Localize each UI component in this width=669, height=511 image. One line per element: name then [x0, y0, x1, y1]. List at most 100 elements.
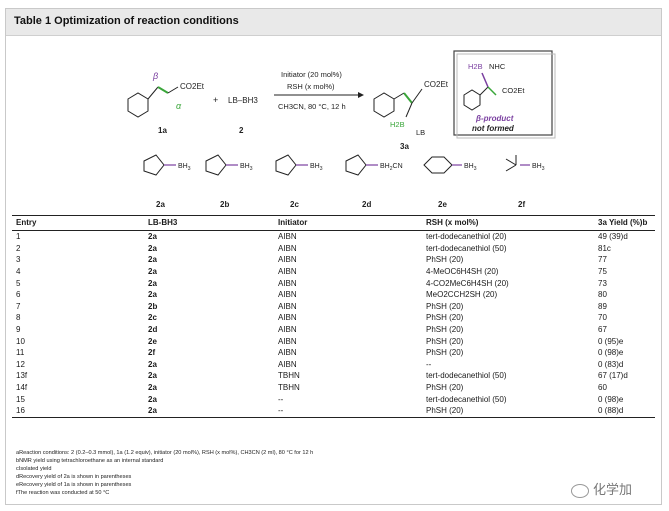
cell-lb: 2a	[148, 267, 157, 277]
product-lb: LB	[416, 128, 425, 137]
footnotes: aReaction conditions: 2 (0.2–0.3 mmol), …	[16, 449, 313, 497]
table-header-row: Entry LB-BH3 Initiator RSH (x mol%) 3a Y…	[12, 215, 655, 231]
cell-rsh: --	[426, 359, 432, 369]
reaction-scheme: β α CO2Et 1a + LB–BH3 2 Initiator (20 mo…	[6, 37, 661, 217]
cell-yield: 77	[598, 255, 607, 265]
cell-initiator: AIBN	[278, 359, 297, 369]
product-3a-structure	[373, 88, 423, 118]
cell-lb: 2e	[148, 336, 157, 346]
reaction-scheme-drawing: β α CO2Et 1a + LB–BH3 2 Initiator (20 mo…	[127, 50, 556, 209]
ligand-2f-structure	[505, 155, 530, 172]
cell-initiator: AIBN	[278, 278, 297, 288]
cell-lb: 2d	[148, 325, 158, 335]
substrate-ester: CO2Et	[180, 82, 205, 91]
cell-rsh: tert-dodecanethiol (20)	[426, 232, 507, 242]
cell-rsh: 4-CO2MeC6H4SH (20)	[426, 278, 509, 288]
footnote: eRecovery yield of 1a is shown in parent…	[16, 482, 132, 488]
table-row: 3 2a AIBN PhSH (20) 77	[12, 254, 655, 266]
cell-initiator: AIBN	[278, 267, 297, 277]
not-formed-structure	[463, 72, 497, 111]
footnote: aReaction conditions: 2 (0.2–0.3 mmol), …	[16, 450, 314, 456]
cell-lb: 2a	[148, 371, 157, 381]
cell-initiator: TBHN	[278, 383, 300, 393]
cell-lb: 2a	[148, 232, 157, 242]
cell-entry: 9	[16, 325, 21, 335]
footnote: fThe reaction was conducted at 50 °C	[16, 490, 110, 496]
ligand-2f-label: 2f	[518, 200, 525, 209]
not-formed-box-shadow	[456, 53, 556, 139]
cell-lb: 2a	[148, 255, 157, 265]
product-ester: CO2Et	[424, 80, 449, 89]
not-formed-line1: β-product	[475, 114, 514, 123]
cell-initiator: AIBN	[278, 336, 297, 346]
cell-rsh: tert-dodecanethiol (50)	[426, 243, 507, 253]
not-formed-ester: CO2Et	[502, 86, 525, 95]
cell-rsh: 4-MeOC6H4SH (20)	[426, 267, 499, 277]
ligand-2e-bh3: BH3	[464, 163, 477, 172]
not-formed-h2b: H2B	[468, 62, 483, 71]
watermark-text: 化学加	[593, 482, 633, 497]
cell-entry: 8	[16, 313, 21, 323]
cell-initiator: AIBN	[278, 243, 297, 253]
table-panel: Table 1 Optimization of reaction conditi…	[5, 8, 662, 505]
ligand-2a-structure	[143, 154, 176, 176]
cell-initiator: AIBN	[278, 325, 297, 335]
not-formed-box	[453, 50, 553, 136]
ligand-2f-bh3: BH3	[532, 163, 545, 172]
conditions-rsh: RSH (x mol%)	[287, 82, 335, 91]
cell-entry: 3	[16, 255, 21, 265]
reaction-arrowhead	[358, 92, 364, 98]
cell-entry: 13f	[16, 371, 28, 381]
cell-rsh: PhSH (20)	[426, 325, 464, 335]
table-title: Table 1 Optimization of reaction conditi…	[14, 15, 239, 27]
watermark: 化学加	[571, 479, 632, 498]
cell-initiator: AIBN	[278, 290, 297, 300]
cell-lb: 2a	[144, 404, 274, 418]
cell-yield: 89	[598, 301, 607, 311]
reagent-formula: LB–BH3	[228, 96, 258, 105]
col-yield: 3a Yield (%)b	[594, 215, 655, 231]
col-rsh: RSH (x mol%)	[422, 215, 594, 231]
cell-rsh: PhSH (20)	[426, 313, 464, 323]
ligand-2d-structure	[345, 154, 378, 176]
ligand-2b-bh3: BH3	[240, 163, 253, 172]
cell-lb: 2f	[148, 348, 156, 358]
cell-rsh: PhSH (20)	[426, 255, 464, 265]
results-table: Entry LB-BH3 Initiator RSH (x mol%) 3a Y…	[12, 215, 655, 418]
cell-yield: 67 (17)d	[598, 371, 628, 381]
footnote: dRecovery yield of 2a is shown in parent…	[16, 474, 132, 480]
cell-initiator: --	[278, 394, 284, 404]
cell-initiator: TBHN	[278, 371, 300, 381]
cell-yield: 73	[598, 278, 607, 288]
cell-entry: 2	[16, 243, 21, 253]
not-formed-nhc: NHC	[489, 62, 506, 71]
product-label: 3a	[400, 142, 409, 151]
conditions-initiator: Initiator (20 mol%)	[281, 70, 342, 79]
ligand-2a-label: 2a	[156, 200, 165, 209]
not-formed-line2: not formed	[472, 124, 515, 133]
cell-entry: 6	[16, 290, 21, 300]
cell-entry: 5	[16, 278, 21, 288]
cell-entry: 11	[16, 348, 25, 358]
col-initiator: Initiator	[274, 215, 422, 231]
product-boron: H2B	[390, 120, 405, 129]
cell-initiator: AIBN	[278, 255, 297, 265]
cell-initiator: AIBN	[278, 348, 297, 358]
col-lb: LB-BH3	[144, 215, 274, 231]
ligand-2d-bh2cn: BH2CN	[380, 163, 403, 172]
cell-lb: 2a	[148, 394, 157, 404]
ligand-2b-structure	[205, 154, 238, 176]
